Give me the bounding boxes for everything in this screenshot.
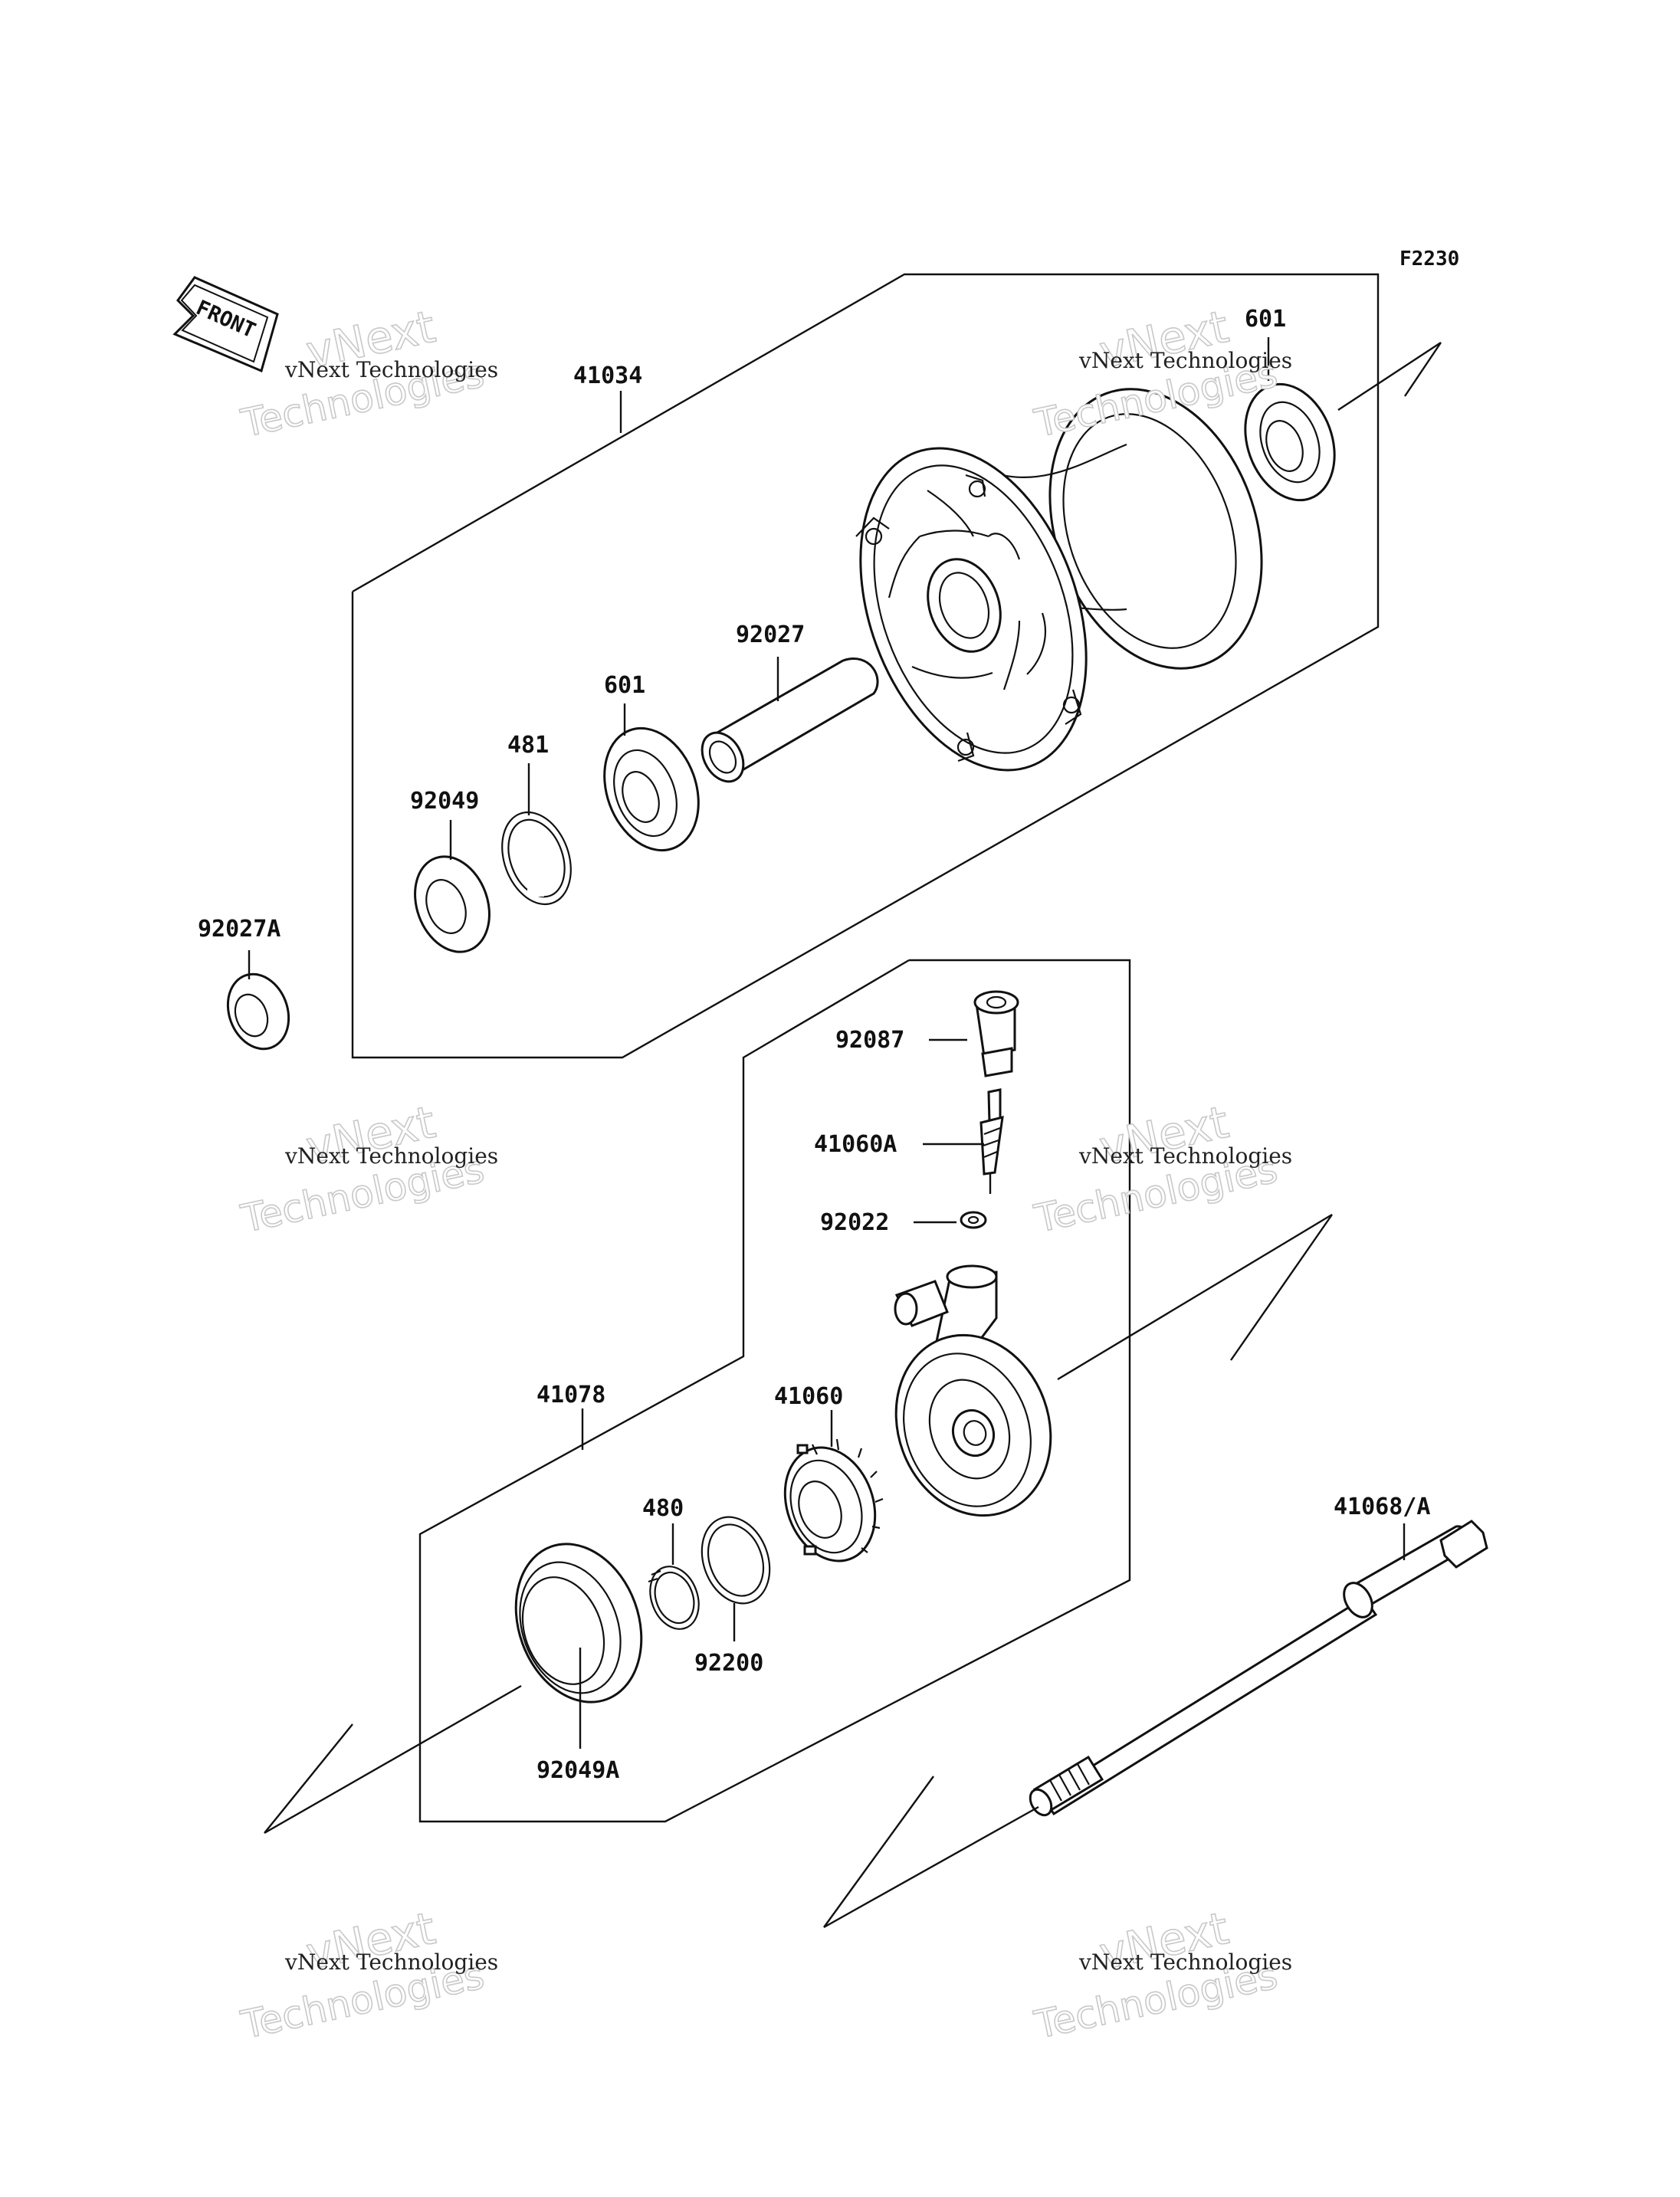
axis-line-top <box>1337 341 1442 412</box>
circlip-480 <box>648 1566 700 1630</box>
gearbox-group-outline <box>418 959 1131 1823</box>
label-92027A: 92027A <box>198 916 281 943</box>
axis-line-bottom <box>823 1776 1039 1929</box>
gear-41060 <box>783 1438 884 1562</box>
front-arrow-icon: FRONT <box>172 276 279 373</box>
label-41060: 41060 <box>774 1383 843 1410</box>
label-92049A: 92049A <box>536 1757 619 1784</box>
label-41034: 41034 <box>573 362 642 389</box>
label-92049: 92049 <box>410 788 479 815</box>
svg-text:vNext Technologies: vNext Technologies <box>1078 1143 1292 1169</box>
wheel-hub-part <box>855 388 1263 772</box>
label-601: 601 <box>604 672 645 699</box>
hub-group-outline <box>351 273 1380 1059</box>
watermark-middle-left: vNext Technologies vNext Technologies <box>237 1095 498 1242</box>
circlip-481 <box>501 811 572 906</box>
leaders-upper <box>248 337 1270 979</box>
label-41068A: 41068/A <box>1334 1494 1430 1520</box>
watermark-bottom-left: vNext Technologies vNext Technologies <box>237 1901 498 2048</box>
leaders-lower <box>579 1038 1406 1749</box>
gear-housing-41078 <box>894 1264 1052 1517</box>
watermark-middle-right: vNext Technologies vNext Technologies <box>1030 1095 1292 1242</box>
cap-92087 <box>973 990 1019 1077</box>
spacer-tube-92027 <box>701 657 879 783</box>
watermark-bottom-right: vNext Technologies vNext Technologies <box>1030 1901 1292 2048</box>
ring-92200 <box>701 1516 771 1605</box>
label-92087: 92087 <box>835 1027 904 1054</box>
washer-92022 <box>960 1211 987 1229</box>
label-92022: 92022 <box>820 1209 889 1236</box>
label-92027: 92027 <box>736 621 805 648</box>
figure-code: F2230 <box>1399 248 1459 271</box>
seal-92049 <box>414 855 491 953</box>
seal-92049A <box>514 1543 643 1703</box>
pinion-41060A <box>979 1088 1004 1194</box>
label-41078: 41078 <box>536 1382 605 1408</box>
label-480: 480 <box>642 1495 684 1522</box>
label-481: 481 <box>507 732 549 759</box>
svg-text:vNext Technologies: vNext Technologies <box>284 1949 498 1975</box>
label-601-top: 601 <box>1245 306 1286 333</box>
svg-text:vNext Technologies: vNext Technologies <box>284 357 498 382</box>
bearing-601 <box>603 726 700 852</box>
label-92200: 92200 <box>694 1650 763 1677</box>
label-41060A: 41060A <box>814 1131 897 1158</box>
axis-line-middle <box>1057 1213 1333 1381</box>
axis-line-lower <box>264 1684 522 1835</box>
collar-92027A <box>226 972 290 1051</box>
bearing-601-top <box>1244 382 1336 502</box>
svg-text:vNext Technologies: vNext Technologies <box>284 1143 498 1169</box>
svg-text:vNext Technologies: vNext Technologies <box>1078 348 1292 373</box>
svg-text:vNext Technologies: vNext Technologies <box>1078 1949 1292 1975</box>
axle-41068A <box>1029 1520 1488 1817</box>
